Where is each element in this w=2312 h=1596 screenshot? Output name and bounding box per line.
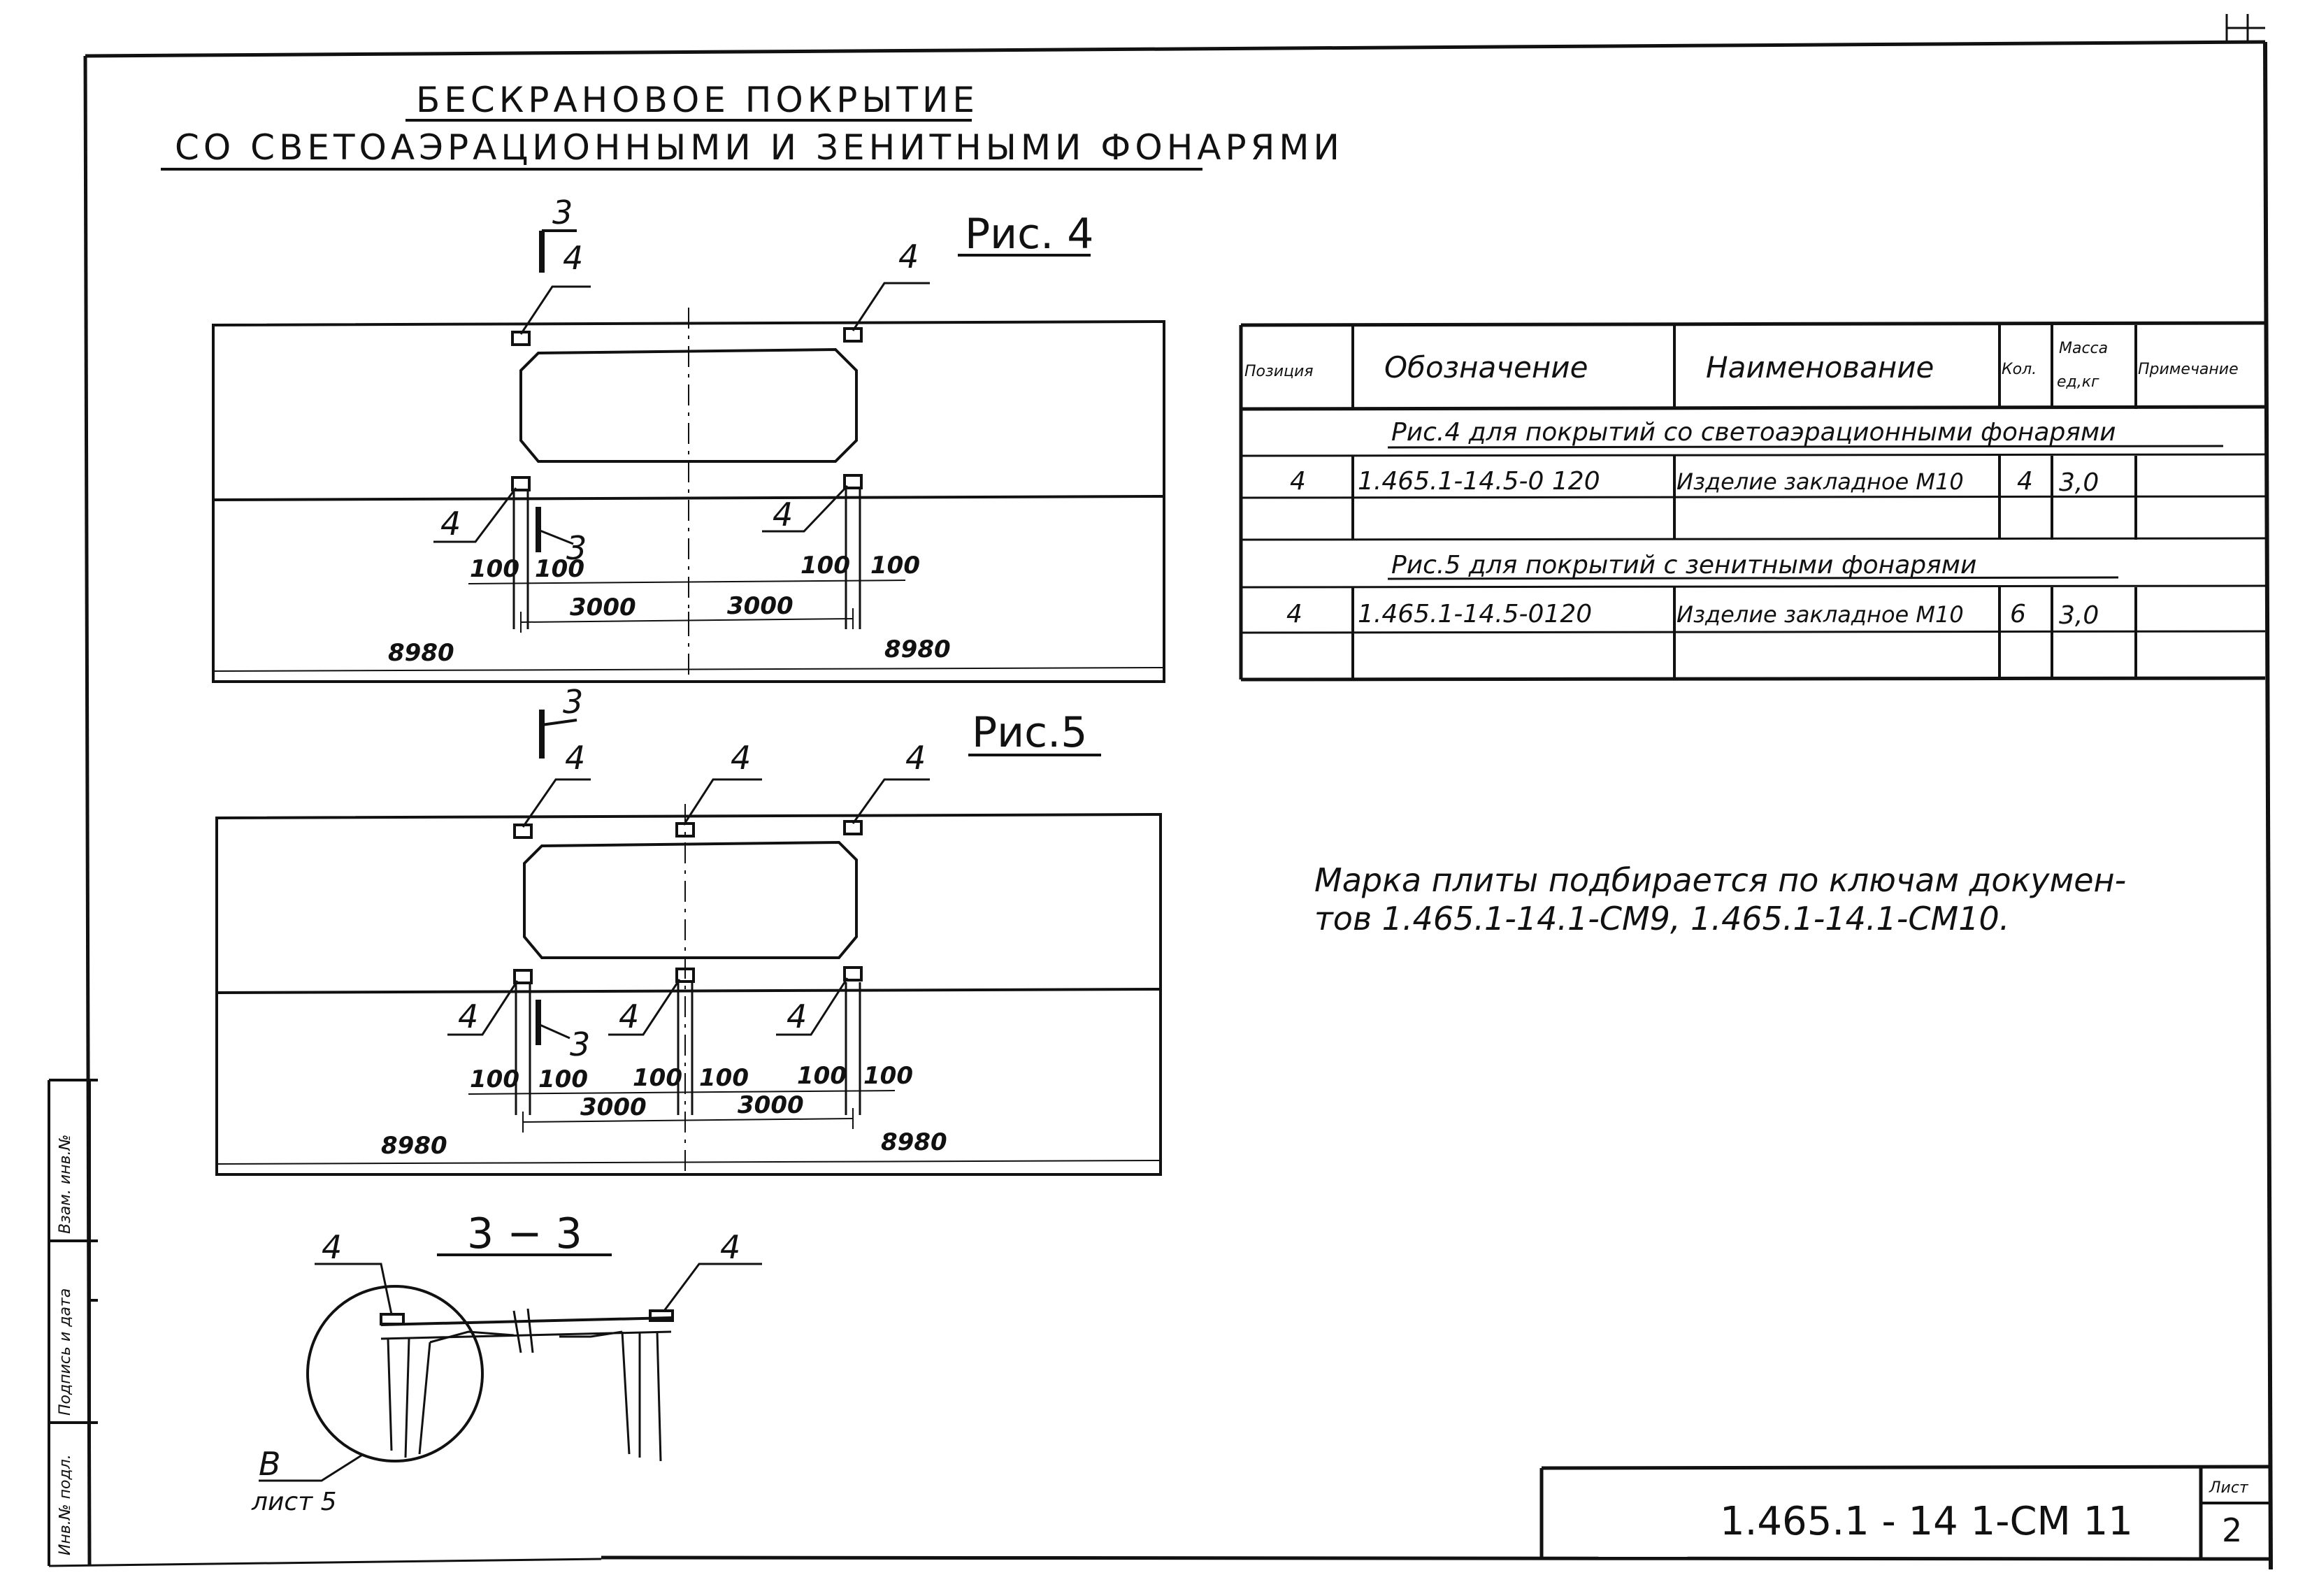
fig4-dim-100-3: 100 <box>800 552 850 580</box>
fig4-dim-100-1: 100 <box>470 555 519 583</box>
fig4-drawing <box>212 229 1165 683</box>
title-block <box>1539 1465 2271 1559</box>
side-stamp-sign-date: Подпись и дата <box>57 1288 74 1416</box>
fig5-dim-3000-left: 3000 <box>580 1093 647 1121</box>
section-label: 3 − 3 <box>467 1209 582 1258</box>
table-group1-title: Рис.4 для покрытий со светоаэрационными … <box>1391 418 2116 447</box>
side-stamp-inv-no: Инв.№ подл. <box>57 1454 74 1555</box>
fig5-section-num-top: 3 <box>563 683 583 721</box>
table-row1-mass: 3,0 <box>2059 468 2099 497</box>
fig4-dim-3000-right: 3000 <box>727 592 794 620</box>
fig5-dim-8980-left: 8980 <box>381 1132 447 1160</box>
note-line-1: Марка плиты подбирается по ключам докуме… <box>1314 861 2126 899</box>
stamp-sheet-number: 2 <box>2222 1511 2242 1549</box>
fig5-dim-100-3: 100 <box>633 1064 682 1092</box>
spec-table-grid <box>1239 321 2266 682</box>
fig5-dim-100-6: 100 <box>863 1062 913 1090</box>
table-row1-designation: 1.465.1-14.5-0 120 <box>1358 467 1600 496</box>
fig5-dim-3000-right: 3000 <box>738 1091 804 1119</box>
table-header-name: Наименование <box>1706 350 1934 384</box>
section-pos-left: 4 <box>322 1228 342 1266</box>
table-row2-designation: 1.465.1-14.5-0120 <box>1358 600 1592 628</box>
table-header-mass-line1: Масса <box>2059 340 2108 357</box>
fig5-section-num-bottom: 3 <box>570 1026 590 1063</box>
table-header-designation: Обозначение <box>1384 350 1588 384</box>
table-row1-position: 4 <box>1290 467 1306 496</box>
section-pos-right: 4 <box>720 1228 740 1266</box>
sheet-frame <box>48 14 2273 1570</box>
title-line-1: БЕСКРАНОВОЕ ПОКРЫТИЕ <box>416 80 979 120</box>
fig5-pos-top-right: 4 <box>905 739 926 777</box>
fig4-dim-8980-right: 8980 <box>884 635 951 663</box>
note-line-2: тов 1.465.1-14.1-СМ9, 1.465.1-14.1-СМ10. <box>1314 900 2009 937</box>
fig4-pos-bottom-left: 4 <box>440 505 461 542</box>
fig5-dim-100-5: 100 <box>797 1062 847 1090</box>
fig4-dim-3000-left: 3000 <box>570 594 636 621</box>
fig4-pos-top-left: 4 <box>563 239 583 277</box>
table-row1-qty: 4 <box>2017 467 2033 496</box>
side-stamp-inv-replace: Взам. инв.№ <box>57 1135 74 1234</box>
table-row2-qty: 6 <box>2010 600 2026 628</box>
table-row2-mass: 3,0 <box>2059 601 2099 630</box>
table-header-position: Позиция <box>1244 363 1314 380</box>
table-row2-position: 4 <box>1286 600 1302 628</box>
table-row2-name: Изделие закладное М10 <box>1676 601 1964 628</box>
fig4-dim-100-4: 100 <box>870 552 920 580</box>
fig5-pos-bottom-3: 4 <box>787 998 807 1035</box>
table-header-qty: Кол. <box>2002 361 2037 378</box>
fig5-pos-top-left: 4 <box>565 739 585 777</box>
section-callout-letter: В <box>259 1445 281 1483</box>
fig5-drawing <box>215 710 1162 1176</box>
fig4-dim-8980-left: 8980 <box>388 639 454 667</box>
fig4-section-num-top: 3 <box>552 194 573 231</box>
fig5-pos-bottom-2: 4 <box>619 998 639 1035</box>
table-group2-title: Рис.5 для покрытий с зенитными фонарями <box>1391 551 1976 580</box>
fig5-dim-100-1: 100 <box>470 1065 519 1093</box>
fig5-pos-top-mid: 4 <box>731 739 751 777</box>
side-stamp: Взам. инв.№ Подпись и дата Инв.№ подл. <box>48 1079 98 1566</box>
fig5-pos-bottom-1: 4 <box>458 998 478 1035</box>
stamp-sheet-label: Лист <box>2209 1479 2249 1497</box>
fig4-dim-100-2: 100 <box>535 555 584 583</box>
table-header-mass-line2: ед,кг <box>2057 373 2099 391</box>
stamp-code: 1.465.1 - 14 1-СМ 11 <box>1720 1499 2133 1544</box>
section-callout-sheet: лист 5 <box>251 1488 337 1516</box>
title-line-2: СО СВЕТОАЭРАЦИОННЫМИ И ЗЕНИТНЫМИ ФОНАРЯМ… <box>175 127 1344 168</box>
fig4-section-num-bottom: 3 <box>566 529 587 567</box>
fig4-pos-top-right: 4 <box>898 238 919 275</box>
table-row1-name: Изделие закладное М10 <box>1676 468 1964 495</box>
fig5-label: Рис.5 <box>972 708 1087 757</box>
fig5-dim-100-4: 100 <box>699 1064 749 1092</box>
fig5-dim-100-2: 100 <box>538 1065 588 1093</box>
section-3-3-drawing <box>259 1253 762 1482</box>
fig4-pos-bottom-right: 4 <box>773 496 793 533</box>
fig5-dim-8980-right: 8980 <box>881 1128 947 1156</box>
table-header-note: Примечание <box>2138 361 2239 378</box>
fig4-label: Рис. 4 <box>965 210 1093 259</box>
